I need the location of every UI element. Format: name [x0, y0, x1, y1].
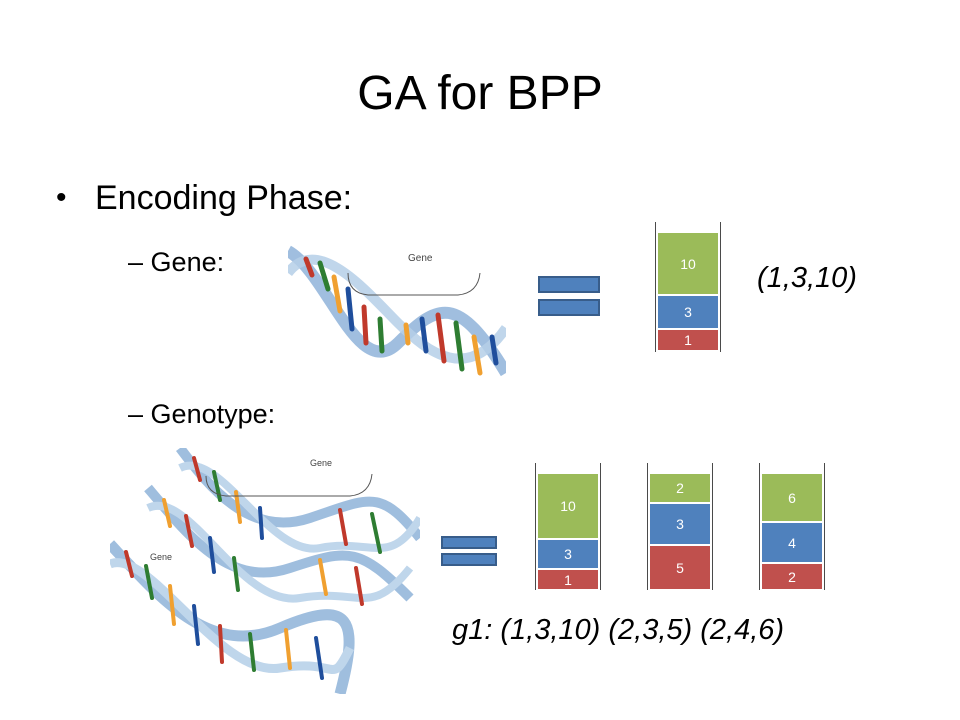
bin-item: 3	[657, 295, 719, 329]
dna-label: Gene	[150, 552, 172, 562]
bin-item: 1	[537, 569, 599, 590]
gene-label: Gene:	[150, 247, 225, 277]
bin-item: 2	[649, 473, 711, 503]
equals-bar-bottom	[441, 553, 497, 566]
equals-bar-top	[538, 276, 600, 293]
bin-item: 3	[537, 539, 599, 569]
dna-strands: Gene Gene	[110, 448, 420, 694]
gene-tuple: (1,3,10)	[757, 262, 857, 294]
dash: –	[128, 399, 144, 429]
bullet-dot: •	[56, 181, 67, 214]
sub-item-genotype: – Genotype:	[128, 396, 275, 432]
genotype-label: Genotype:	[150, 399, 276, 429]
slide-title: GA for BPP	[357, 67, 603, 120]
bin-item: 4	[761, 522, 823, 563]
bin-item: 2	[761, 563, 823, 590]
bin-item: 10	[537, 473, 599, 539]
dna-helix-icon: Gene Gene	[110, 448, 420, 694]
dash: –	[128, 247, 144, 277]
dna-label: Gene	[310, 458, 332, 468]
genotype-bin-1: 10 3 1	[535, 463, 601, 590]
bin-item: 10	[657, 232, 719, 295]
genotype-tuple: g1: (1,3,10) (2,3,5) (2,4,6)	[452, 614, 785, 646]
bin-item: 6	[761, 473, 823, 522]
equals-sign-icon	[538, 276, 600, 318]
genotype-bin-2: 2 3 5	[647, 463, 713, 590]
bin-item: 5	[649, 545, 711, 590]
dna-strands: Gene	[288, 245, 506, 377]
genotype-bin-3: 6 4 2	[759, 463, 825, 590]
bin-item: 3	[649, 503, 711, 545]
sub-item-gene: – Gene:	[128, 244, 224, 280]
bullet-encoding-phase: Encoding Phase:	[95, 179, 353, 217]
gene-bin: 10 3 1	[655, 222, 721, 352]
bin-item: 1	[657, 329, 719, 351]
equals-bar-top	[441, 536, 497, 549]
equals-sign-icon	[441, 536, 497, 568]
dna-helix-icon: Gene	[288, 245, 506, 377]
equals-bar-bottom	[538, 299, 600, 316]
dna-label: Gene	[408, 253, 433, 264]
